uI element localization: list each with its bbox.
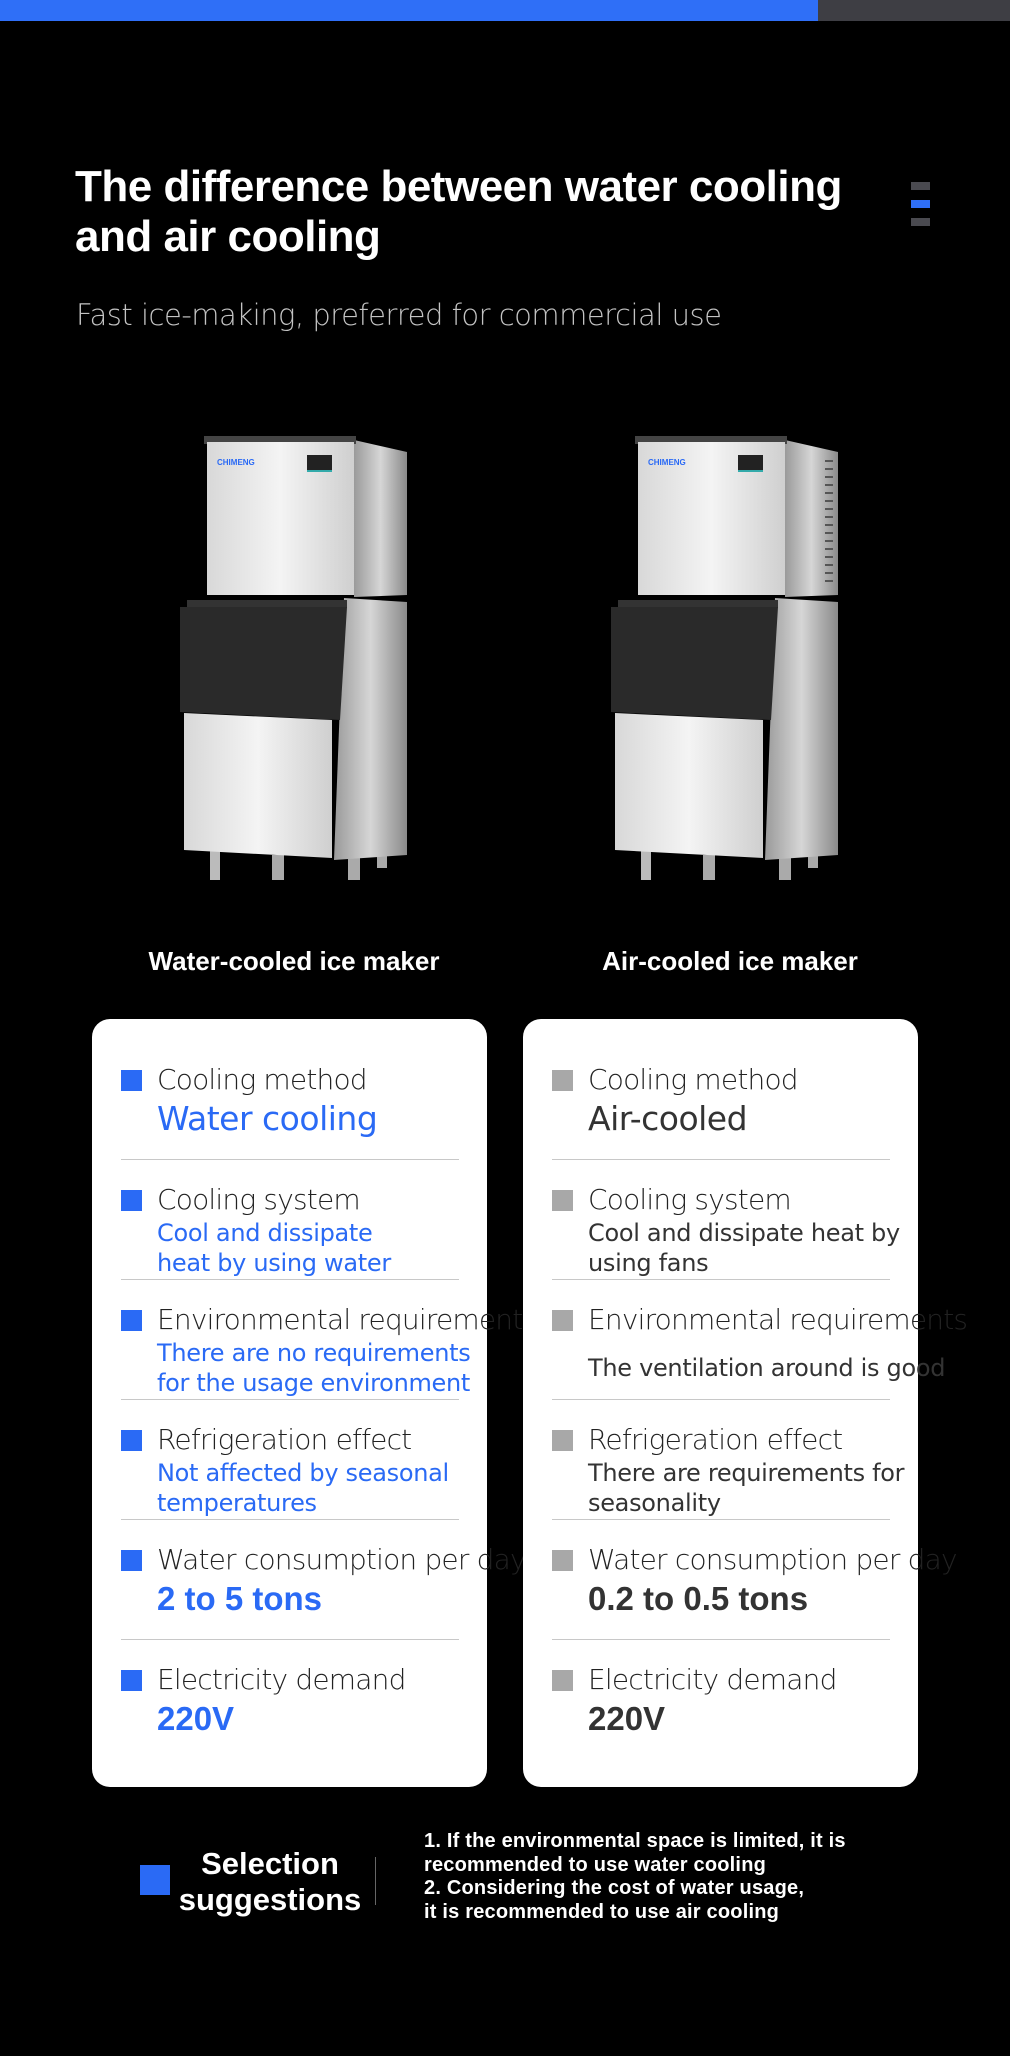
progress-fill [0, 0, 819, 21]
spec-row: Water consumption per day 2 to 5 tons [121, 1542, 527, 1640]
brand-logo: CHIMENG [217, 458, 255, 467]
bullet-square-icon [121, 1670, 142, 1691]
page-subtitle: Fast ice-making, preferred for commercia… [76, 298, 722, 332]
bullet-square-icon [121, 1190, 142, 1211]
spec-label: Cooling method [588, 1063, 799, 1096]
spec-value-line: using fans [588, 1249, 709, 1277]
selection-title: Selection suggestions [175, 1846, 365, 1918]
selection-square-icon [140, 1865, 170, 1895]
spec-row: Water consumption per day 0.2 to 0.5 tons [552, 1542, 958, 1640]
spec-value-line: Cool and dissipate [157, 1219, 373, 1247]
page-dot-3[interactable] [911, 218, 930, 226]
spec-value-line: There are no requirements [157, 1339, 471, 1367]
suggestion-line: recommended to use water cooling [424, 1853, 767, 1876]
spec-label: Water consumption per day [157, 1543, 527, 1576]
spec-value-line: There are requirements for [588, 1459, 905, 1487]
page-indicator[interactable] [911, 182, 930, 236]
spec-value: Water cooling [157, 1099, 378, 1138]
spec-label: Cooling system [588, 1183, 792, 1216]
bullet-square-icon [552, 1670, 573, 1691]
spec-label: Water consumption per day [588, 1543, 958, 1576]
spec-value: 0.2 to 0.5 tons [588, 1580, 809, 1617]
spec-value-line: for the usage environment [157, 1369, 471, 1397]
suggestion-line: 2. Considering the cost of water usage, [424, 1877, 805, 1899]
spec-value: 220V [588, 1700, 666, 1737]
spec-value-line: Cool and dissipate heat by [588, 1219, 900, 1247]
water-cooled-label: Water-cooled ice maker [148, 946, 440, 976]
bullet-square-icon [121, 1070, 142, 1091]
bullet-square-icon [121, 1310, 142, 1331]
spec-value-line: Not affected by seasonal [157, 1459, 449, 1487]
spec-row: Electricity demand 220V [121, 1662, 459, 1760]
spec-label: Cooling system [157, 1183, 361, 1216]
spec-row: Electricity demand 220V [552, 1662, 890, 1760]
page-title: The difference between water cooling and… [75, 162, 842, 261]
suggestion-line: it is recommended to use air cooling [424, 1900, 780, 1923]
bullet-square-icon [121, 1550, 142, 1571]
brand-logo: CHIMENG [648, 458, 686, 467]
page-dot-2-active[interactable] [911, 200, 930, 208]
spec-value: The ventilation around is good [588, 1354, 946, 1382]
divider [375, 1857, 376, 1905]
bullet-square-icon [552, 1310, 573, 1331]
spec-label: Refrigeration effect [157, 1423, 412, 1456]
bullet-square-icon [552, 1550, 573, 1571]
air-cooled-ice-maker-image: CHIMENG [611, 436, 838, 880]
spec-value: 2 to 5 tons [157, 1580, 323, 1617]
spec-value: 220V [157, 1700, 235, 1737]
page-dot-1[interactable] [911, 182, 930, 190]
spec-label: Refrigeration effect [588, 1423, 843, 1456]
selection-title-line: suggestions [178, 1882, 362, 1917]
spec-value: Air-cooled [588, 1099, 748, 1138]
selection-suggestions-text: 1. If the environmental space is limited… [424, 1830, 846, 1924]
spec-label: Environmental requirements [588, 1303, 968, 1336]
spec-value-line: temperatures [157, 1489, 317, 1517]
bullet-square-icon [552, 1070, 573, 1091]
bullet-square-icon [552, 1190, 573, 1211]
bullet-square-icon [121, 1430, 142, 1451]
spec-value-line: seasonality [588, 1489, 721, 1517]
air-cooled-label: Air-cooled ice maker [602, 946, 858, 976]
selection-title-line: Selection [201, 1846, 339, 1881]
spec-label: Electricity demand [157, 1663, 406, 1696]
spec-value-line: heat by using water [157, 1249, 391, 1277]
progress-bar [0, 0, 1010, 21]
water-cooled-ice-maker-image: CHIMENG [180, 436, 407, 880]
suggestion-line: 1. If the environmental space is limited… [424, 1830, 846, 1852]
bullet-square-icon [552, 1430, 573, 1451]
spec-label: Cooling method [157, 1063, 368, 1096]
spec-label: Electricity demand [588, 1663, 837, 1696]
spec-label: Environmental requirements [157, 1303, 537, 1336]
